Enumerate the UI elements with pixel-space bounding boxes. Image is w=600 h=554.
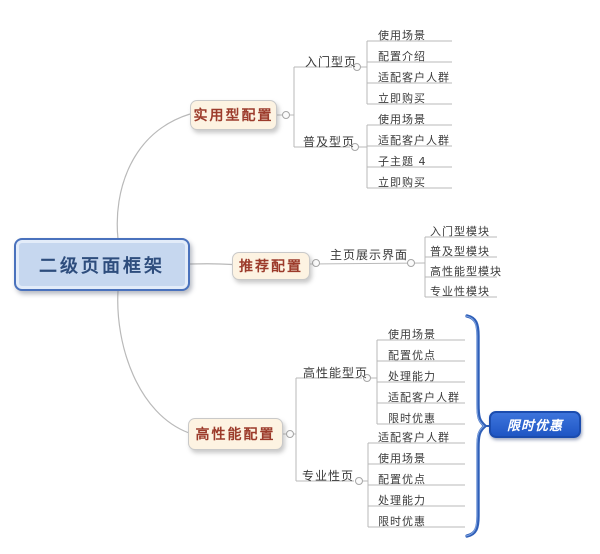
leaf-topic[interactable]: 入门型模块 bbox=[430, 225, 490, 238]
leaf-topic[interactable]: 子主题 4 bbox=[378, 155, 427, 168]
subtopic-popular-page[interactable]: 普及型页 bbox=[303, 135, 356, 149]
brace-highlight bbox=[465, 315, 485, 537]
leaf-topic[interactable]: 处理能力 bbox=[388, 370, 436, 383]
branch-topic-practical-config[interactable]: 实用型配置 bbox=[190, 100, 277, 130]
branch-topic-label: 高性能配置 bbox=[195, 427, 276, 443]
subtopic-entry-page[interactable]: 入门型页 bbox=[305, 55, 358, 69]
leaf-topic[interactable]: 配置介绍 bbox=[378, 50, 426, 63]
leaf-topic[interactable]: 使用场景 bbox=[378, 113, 426, 126]
leaf-topic[interactable]: 高性能型模块 bbox=[430, 265, 502, 278]
summary-topic-limited-offer[interactable]: 限时优惠 bbox=[489, 411, 581, 438]
collapse-handle[interactable] bbox=[312, 259, 320, 267]
leaf-topic[interactable]: 处理能力 bbox=[378, 494, 426, 507]
root-topic[interactable]: 二级页面框架 bbox=[14, 238, 190, 291]
leaf-topic[interactable]: 适配客户人群 bbox=[378, 134, 450, 147]
subtopic-professional-page[interactable]: 专业性页 bbox=[302, 469, 355, 483]
summary-topic-label: 限时优惠 bbox=[506, 419, 563, 434]
leaf-topic[interactable]: 适配客户人群 bbox=[378, 71, 450, 84]
leaf-topic[interactable]: 普及型模块 bbox=[430, 245, 490, 258]
branch-topic-recommended-config[interactable]: 推荐配置 bbox=[232, 252, 310, 280]
leaf-topic[interactable]: 使用场景 bbox=[378, 452, 426, 465]
root-topic-label: 二级页面框架 bbox=[39, 255, 165, 277]
leaf-topic[interactable]: 立即购买 bbox=[378, 176, 426, 189]
curve-root-to-branch-1 bbox=[189, 263, 233, 266]
leaf-topic[interactable]: 使用场景 bbox=[378, 29, 426, 42]
leaf-topic[interactable]: 专业性模块 bbox=[430, 285, 490, 298]
collapse-handle[interactable] bbox=[355, 477, 363, 485]
branch-topic-high-performance-config[interactable]: 高性能配置 bbox=[188, 418, 283, 450]
leaf-topic[interactable]: 配置优点 bbox=[378, 473, 426, 486]
curve-root-to-branch-2 bbox=[117, 290, 190, 434]
leaf-topic[interactable]: 适配客户人群 bbox=[388, 391, 460, 404]
leaf-topic[interactable]: 立即购买 bbox=[378, 92, 426, 105]
subtopic-high-perf-page[interactable]: 高性能型页 bbox=[303, 366, 369, 380]
leaf-topic[interactable]: 配置优点 bbox=[388, 349, 436, 362]
branch-topic-label: 实用型配置 bbox=[193, 108, 274, 124]
leaf-topic[interactable]: 适配客户人群 bbox=[378, 431, 450, 444]
leaf-topic[interactable]: 限时优惠 bbox=[388, 412, 436, 425]
brace-stroke bbox=[465, 314, 488, 538]
branch-topic-label: 推荐配置 bbox=[239, 259, 303, 275]
subtopic-homepage-display[interactable]: 主页展示界面 bbox=[330, 248, 409, 262]
collapse-handle[interactable] bbox=[282, 111, 290, 119]
leaf-topic[interactable]: 使用场景 bbox=[388, 328, 436, 341]
collapse-handle[interactable] bbox=[407, 259, 415, 267]
summary-brace bbox=[465, 314, 490, 538]
curve-root-to-branch-0 bbox=[116, 113, 191, 240]
leaf-topic[interactable]: 限时优惠 bbox=[378, 515, 426, 528]
collapse-handle[interactable] bbox=[286, 430, 294, 438]
